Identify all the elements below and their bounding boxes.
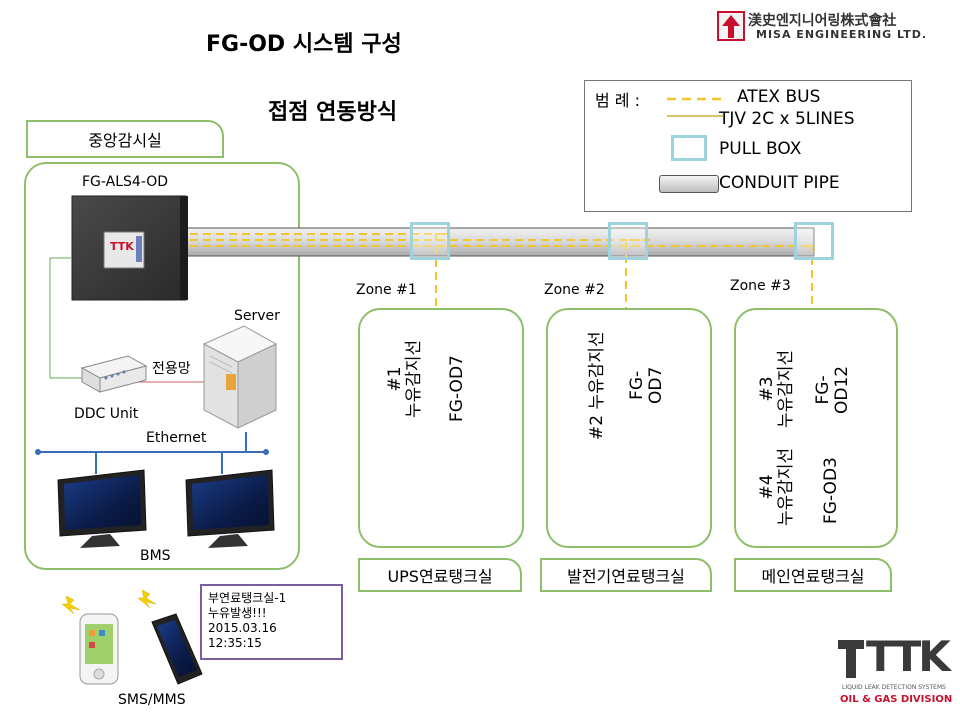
sms-message-box: 부연료탱크실-1 누유발생!!! 2015.03.16 12:35:15 [200,584,343,660]
zone-2-sensor-label: #2 누유감지선 [587,331,607,440]
sms-label: SMS/MMS [118,692,186,708]
ddc-unit [80,355,148,393]
legend-box: 범 례 : ATEX BUS TJV 2C x 5LINES PULL BOX … [584,80,912,212]
zone-2-device-label: FG- OD7 [627,366,666,404]
zone-3-sensor-3-label: #3 누유감지선 [757,349,796,428]
zone-3-sensor-4-label: #4 누유감지선 [757,447,796,526]
ttk-logo-mark-text: TTK [866,632,951,681]
misa-logo: 渼史엔지니어링株式會社 MISA ENGINEERING LTD. [716,10,946,44]
pull-box-2 [608,222,648,260]
bms-monitor-1 [57,469,147,548]
ttk-logo-line2: OIL & GAS DIVISION [840,694,953,705]
ddc-unit-label: DDC Unit [74,406,139,422]
zone-1-room: UPS연료탱크실 [358,558,522,592]
panel-ddc-link [49,257,82,379]
page-title: FG-OD 시스템 구성 [206,32,402,57]
zone-3-device-3-label: FG- OD12 [813,365,852,414]
pull-box-1 [410,222,450,260]
atex-bus [190,233,813,330]
zone-1-sensor-label: #1 누유감지선 [385,339,424,418]
conduit-pipe [185,227,815,257]
ttk-logo-line1: LIQUID LEAK DETECTION SYSTEMS [842,684,946,691]
zone-3-box [734,308,898,548]
zone-3-label: Zone #3 [730,278,791,294]
legend-atex-label: ATEX BUS [737,87,821,107]
legend-tjv-swatch [667,115,723,117]
zone-1-box [358,308,524,548]
legend-atex-swatch [667,97,723,101]
svg-text:TTK: TTK [110,240,134,253]
zone-2-box [546,308,712,548]
mobile-phone-white [79,613,119,685]
zone-3-device-4-label: FG-OD3 [821,457,841,524]
server-label: Server [234,308,280,324]
zone-1-device-label: FG-OD7 [447,355,467,422]
zone-2-room: 발전기연료탱크실 [540,558,712,592]
legend-conduit-swatch [659,175,719,193]
misa-logo-icon [717,11,745,41]
mobile-phone-dark [151,613,203,685]
legend-pullbox-swatch [671,135,707,161]
panel-label: FG-ALS4-OD [82,174,169,190]
pull-box-3 [794,222,834,260]
zone-3-room: 메인연료탱크실 [734,558,892,592]
bms-label: BMS [140,548,171,564]
control-room-tab: 중앙감시실 [26,120,224,158]
legend-tjv-label: TJV 2C x 5LINES [719,109,855,129]
legend-heading: 범 례 : [595,91,641,110]
misa-name-en: MISA ENGINEERING LTD. [756,28,928,41]
ttk-logo-mark [838,640,864,678]
fg-als4-od-panel: TTK [71,195,188,301]
ddc-link-label: 전용망 [152,361,191,377]
legend-pullbox-label: PULL BOX [719,139,802,159]
ttk-logo: TTK LIQUID LEAK DETECTION SYSTEMS OIL & … [834,632,954,712]
legend-conduit-label: CONDUIT PIPE [719,173,840,193]
server-icon [202,325,278,429]
zone-1-label: Zone #1 [356,282,417,298]
ethernet-label: Ethernet [146,430,207,446]
bms-monitor-2 [185,469,275,548]
misa-name-kr: 渼史엔지니어링株式會社 [748,13,897,29]
page-subtitle: 접점 연동방식 [268,100,398,125]
zone-2-label: Zone #2 [544,282,605,298]
signal-bolt-icons [61,589,157,615]
